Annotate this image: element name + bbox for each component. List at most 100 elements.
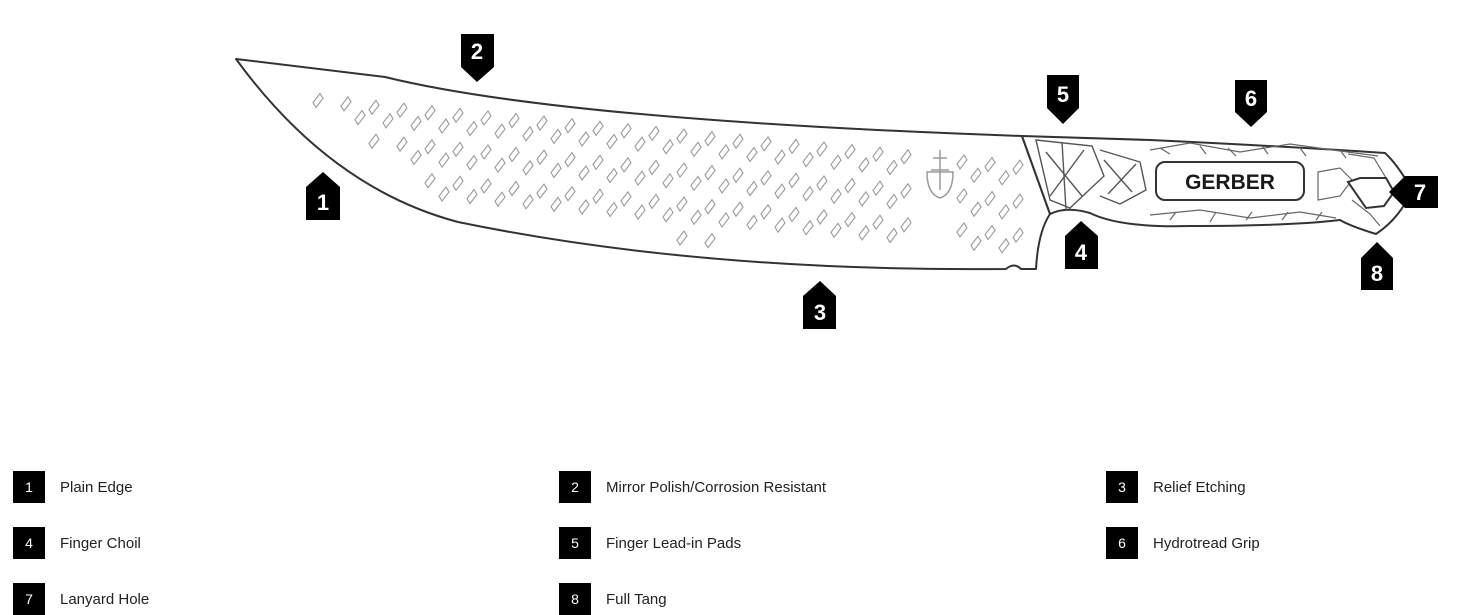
legend-item-full-tang: 8 Full Tang [559, 583, 667, 615]
etch-mark [676, 162, 688, 179]
etch-mark [718, 143, 730, 160]
etch-mark [662, 172, 674, 189]
svg-text:4: 4 [1075, 240, 1088, 265]
etch-mark [788, 138, 800, 155]
legend-label: Plain Edge [60, 478, 133, 496]
etch-mark [424, 138, 436, 155]
etch-mark [396, 102, 408, 119]
legend-label: Hydrotread Grip [1153, 534, 1260, 552]
etch-mark [676, 230, 688, 247]
callout-marker-8: 8 [1361, 242, 1393, 290]
etch-mark [858, 224, 870, 241]
etch-mark [508, 112, 520, 129]
etch-mark [508, 146, 520, 163]
gerber-logo-text: GERBER [1185, 171, 1275, 194]
legend-label: Relief Etching [1153, 478, 1246, 496]
etch-mark [438, 152, 450, 168]
svg-text:7: 7 [1414, 180, 1426, 205]
knife-handle: GERBER [1021, 135, 1413, 235]
etch-mark [802, 185, 814, 202]
legend-number-badge: 1 [13, 471, 45, 503]
etch-mark [466, 120, 478, 137]
svg-text:5: 5 [1057, 82, 1069, 107]
etch-mark [466, 154, 478, 171]
etch-mark [704, 164, 716, 181]
etch-mark [830, 154, 842, 171]
etch-mark [480, 109, 492, 126]
callout-marker-7: 7 [1389, 176, 1438, 208]
etch-mark [550, 128, 562, 145]
etch-mark [1012, 159, 1024, 176]
legend-number-badge: 7 [13, 583, 45, 615]
etch-mark [606, 201, 618, 218]
etch-mark [886, 159, 898, 176]
etch-mark [424, 172, 436, 189]
etch-mark [802, 219, 814, 236]
etch-mark [354, 109, 366, 126]
etch-mark [690, 141, 702, 158]
etch-mark [788, 172, 800, 189]
etch-mark [956, 153, 968, 170]
blade-outline [235, 58, 1051, 271]
etch-mark [564, 185, 576, 202]
knife-blade [235, 58, 1051, 271]
legend-item-finger-choil: 4 Finger Choil [13, 527, 141, 559]
etch-mark [424, 104, 436, 121]
callout-marker-3: 3 [803, 281, 836, 329]
relief-etching-pattern [312, 92, 1024, 254]
etch-mark [704, 198, 716, 215]
etch-mark [956, 187, 968, 204]
etch-mark [480, 143, 492, 160]
legend-item-mirror-polish: 2 Mirror Polish/Corrosion Resistant [559, 471, 826, 503]
etch-mark [536, 149, 548, 166]
etch-mark [676, 128, 688, 145]
etch-mark [886, 227, 898, 244]
etch-mark [592, 154, 604, 171]
etch-mark [620, 190, 632, 207]
callout-marker-5: 5 [1047, 75, 1079, 124]
legend-item-plain-edge: 1 Plain Edge [13, 471, 133, 503]
etch-mark [704, 232, 716, 249]
legend-item-finger-lead-in-pads: 5 Finger Lead-in Pads [559, 527, 741, 559]
etch-mark [480, 177, 492, 194]
etch-mark [830, 222, 842, 239]
etch-mark [550, 196, 562, 213]
etch-mark [998, 203, 1010, 220]
etch-mark [578, 165, 590, 181]
etch-mark [858, 190, 870, 207]
etch-mark [816, 209, 828, 225]
etch-mark [690, 175, 702, 192]
legend-label: Lanyard Hole [60, 590, 150, 608]
etch-mark [536, 183, 548, 200]
legend-item-lanyard-hole: 7 Lanyard Hole [13, 583, 149, 615]
etch-mark [802, 151, 814, 168]
etch-mark [704, 130, 716, 147]
etch-mark [900, 148, 912, 165]
etch-mark [676, 196, 688, 213]
etch-mark [620, 156, 632, 173]
etch-mark [410, 115, 422, 132]
etch-mark [746, 146, 758, 163]
etch-mark [690, 209, 702, 226]
etch-mark [648, 159, 660, 176]
etch-mark [368, 99, 380, 116]
etch-mark [452, 141, 464, 158]
etch-mark [746, 180, 758, 197]
etch-mark [732, 201, 744, 218]
etch-mark [816, 141, 828, 157]
etch-mark [522, 193, 534, 210]
svg-text:8: 8 [1371, 261, 1383, 286]
etch-mark [816, 175, 828, 191]
gerber-logo-plate [1155, 161, 1305, 201]
etch-mark [438, 186, 450, 202]
etch-mark [522, 125, 534, 142]
etch-mark [970, 235, 982, 252]
etch-mark [858, 156, 870, 173]
etch-mark [1012, 227, 1024, 244]
etch-mark [522, 159, 534, 176]
etch-mark [718, 211, 730, 228]
legend-label: Mirror Polish/Corrosion Resistant [606, 478, 827, 496]
etch-mark [606, 133, 618, 150]
etch-mark [662, 138, 674, 155]
etch-mark [984, 224, 996, 241]
